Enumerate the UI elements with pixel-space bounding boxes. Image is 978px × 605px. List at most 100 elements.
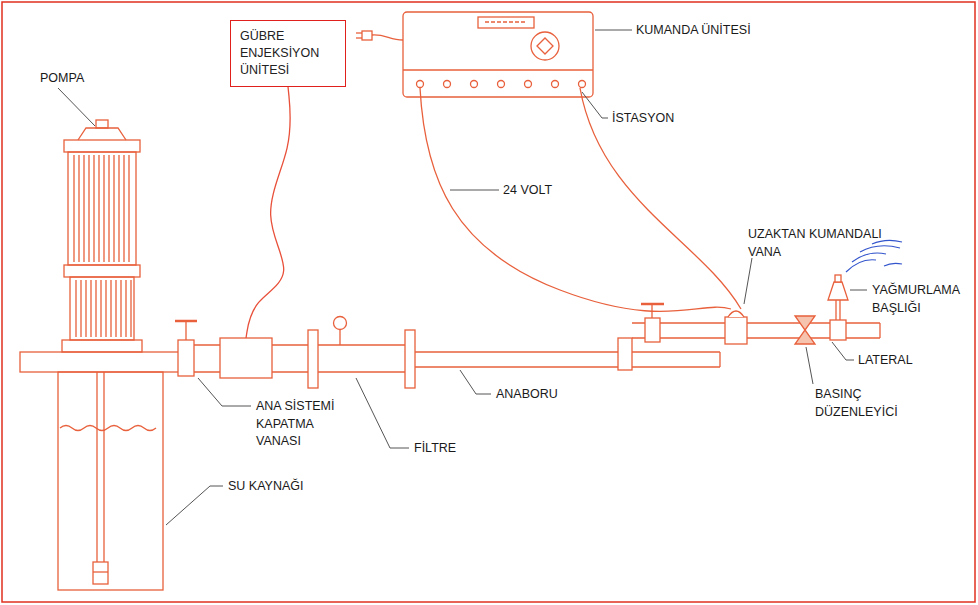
pump-drawing — [118, 155, 119, 262]
control-unit-drawing — [525, 81, 532, 88]
label-text: SU KAYNAĞI — [228, 479, 303, 493]
label-text: BASINÇ DÜZENLEYİCİ — [815, 387, 898, 419]
pump-drawing — [78, 155, 79, 262]
pipe-drawing — [828, 282, 848, 300]
pipe-drawing — [830, 320, 846, 340]
control-unit-drawing — [417, 81, 586, 88]
pump-drawing — [98, 155, 99, 262]
control-unit-drawing — [485, 21, 527, 22]
pump-drawing — [115, 280, 116, 337]
control-unit-drawing — [531, 32, 559, 60]
pump-drawing — [73, 155, 74, 262]
leader-line — [806, 347, 813, 384]
control-wire — [420, 88, 741, 311]
water-spray — [846, 260, 876, 272]
part-label: ANABORU — [496, 386, 558, 404]
pipe-drawing — [645, 318, 660, 342]
pump-drawing — [58, 372, 163, 590]
part-label: UZAKTAN KUMANDALI VANA — [748, 226, 908, 261]
control-unit-drawing — [362, 31, 372, 40]
pump-drawing — [93, 562, 108, 584]
water-spray — [846, 240, 902, 272]
pipe-drawing — [405, 330, 415, 388]
part-label: KUMANDA ÜNİTESİ — [636, 22, 751, 40]
leader-line — [582, 92, 608, 118]
label-text: ANABORU — [496, 387, 558, 401]
leader-line — [850, 290, 867, 291]
control-unit-drawing — [403, 12, 593, 97]
pump-drawing — [93, 571, 108, 572]
label-text: ANA SİSTEMİ KAPATMA VANASI — [256, 399, 335, 448]
pipe-drawing — [835, 275, 841, 282]
leader-line — [58, 30, 867, 525]
pump-drawing — [80, 280, 81, 337]
leader-line — [166, 486, 223, 525]
pump-drawing — [103, 155, 104, 262]
fertilizer-hose — [246, 87, 290, 338]
pipe-drawing — [318, 371, 405, 372]
pump-drawing — [70, 277, 134, 340]
pipe-drawing — [728, 311, 744, 317]
water-spray — [884, 263, 902, 266]
pump-drawing — [60, 426, 156, 431]
leader-line — [198, 378, 251, 406]
control-unit-drawing — [579, 81, 586, 88]
pump-drawing — [64, 140, 140, 152]
pump-drawing — [75, 280, 76, 337]
pipe-drawing — [318, 344, 405, 345]
leader-line — [58, 88, 95, 126]
pump-drawing — [96, 120, 108, 128]
pipe-drawing — [178, 340, 194, 376]
pipe-drawing — [719, 352, 720, 367]
pipe-drawing — [415, 351, 720, 352]
pump-drawing — [20, 120, 188, 590]
pump-drawing — [62, 340, 142, 352]
pipe-drawing — [175, 275, 880, 388]
part-label: BASINÇ DÜZENLEYİCİ — [815, 386, 923, 421]
label-text: KUMANDA ÜNİTESİ — [636, 23, 751, 37]
control-unit-drawing — [356, 37, 362, 38]
pipe-drawing — [835, 300, 836, 320]
pump-drawing — [83, 155, 84, 262]
control-unit-drawing — [444, 81, 451, 88]
label-text: UZAKTAN KUMANDALI VANA — [748, 227, 882, 259]
pump-drawing — [108, 155, 109, 262]
leader-line — [356, 378, 409, 448]
box-text: GÜBRE ENJEKSİYON ÜNİTESİ — [240, 28, 336, 79]
control-unit-drawing — [403, 69, 593, 70]
pump-drawing — [78, 128, 126, 140]
control-unit-drawing — [471, 81, 478, 88]
leader-line — [595, 30, 632, 31]
control-wire — [580, 88, 741, 309]
pipe-drawing — [839, 300, 840, 320]
pump-drawing — [103, 372, 104, 562]
control-unit-drawing — [537, 38, 553, 54]
leader-line — [744, 258, 752, 304]
pump-drawing — [125, 280, 126, 337]
pump-drawing — [110, 280, 111, 337]
part-label: ANA SİSTEMİ KAPATMA VANASI — [256, 398, 348, 451]
fertilizer-hose — [246, 87, 290, 338]
leader-line — [450, 190, 499, 191]
part-label: İSTASYON — [612, 110, 674, 128]
part-label: FİLTRE — [414, 440, 456, 458]
pipe-drawing — [415, 366, 720, 367]
part-label: 24 VOLT — [503, 182, 552, 200]
pump-drawing — [74, 155, 131, 337]
control-unit-drawing — [356, 32, 362, 33]
label-text: 24 VOLT — [503, 183, 552, 197]
pipe-drawing — [618, 338, 632, 370]
control-unit-drawing — [372, 35, 403, 40]
pump-drawing — [88, 155, 89, 262]
pipe-drawing — [220, 338, 272, 378]
process-box: GÜBRE ENJEKSİYON ÜNİTESİ — [230, 20, 346, 87]
pump-drawing — [90, 280, 91, 337]
control-wire — [420, 88, 731, 311]
part-label: LATERAL — [858, 352, 913, 370]
pump-drawing — [95, 280, 96, 337]
pipe-drawing — [725, 317, 747, 344]
pipe-drawing — [879, 323, 880, 338]
label-text: YAĞMURLAMA BAŞLIĞI — [872, 283, 959, 315]
pump-drawing — [20, 352, 188, 372]
